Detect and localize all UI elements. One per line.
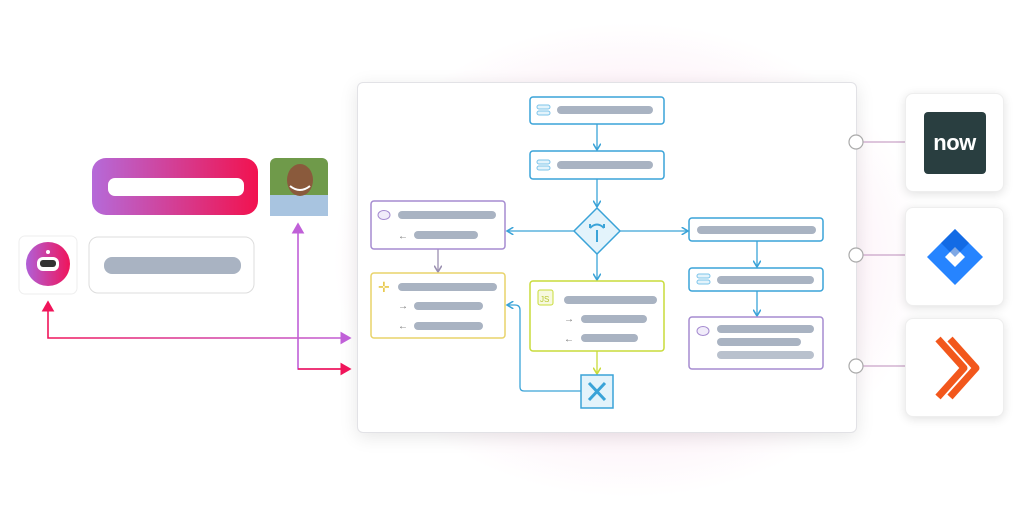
flow-node-decision[interactable] xyxy=(572,206,622,256)
javascript-icon xyxy=(537,289,554,306)
database-icon xyxy=(696,273,711,285)
user-connector-arrow xyxy=(291,222,350,370)
jira-logo xyxy=(926,228,983,285)
arrow-right-icon: → xyxy=(564,314,574,325)
svg-text:JS: JS xyxy=(540,295,549,304)
arrow-left-icon: ← xyxy=(398,321,408,332)
database-icon xyxy=(536,104,551,116)
user-avatar xyxy=(270,158,328,216)
servicenow-logo: now xyxy=(923,111,986,174)
arrow-left-icon: ← xyxy=(398,231,408,242)
flow-node-message-left[interactable]: ← xyxy=(370,200,506,250)
bot-connector-arrow xyxy=(41,300,350,339)
flow-node-data-1[interactable] xyxy=(529,96,665,125)
user-message-bubble xyxy=(92,158,258,215)
bmc-integration-card[interactable] xyxy=(905,318,1004,417)
integration-connectors xyxy=(848,134,905,374)
database-icon xyxy=(536,159,551,171)
flow-node-message-right[interactable] xyxy=(688,316,824,370)
branch-icon xyxy=(589,223,605,242)
flow-node-script[interactable]: JS → ← xyxy=(529,280,665,352)
chat-icon xyxy=(696,326,710,336)
flow-node-right-1[interactable] xyxy=(688,217,824,242)
jira-integration-card[interactable] xyxy=(905,207,1004,306)
bmc-logo xyxy=(934,336,979,399)
arrow-left-icon: ← xyxy=(564,334,574,345)
flow-node-action-left[interactable]: ✛ → ← xyxy=(370,272,506,339)
servicenow-integration-card[interactable]: now xyxy=(905,93,1004,192)
chat-icon xyxy=(377,210,391,220)
sparkle-icon: ✛ xyxy=(378,279,390,295)
flow-node-right-data[interactable] xyxy=(688,267,824,292)
merge-icon xyxy=(587,381,607,402)
arrow-right-icon: → xyxy=(398,301,408,312)
bot-message-bubble xyxy=(88,236,255,294)
flow-node-merge[interactable] xyxy=(580,374,614,409)
bot-avatar xyxy=(18,235,78,295)
flow-node-data-2[interactable] xyxy=(529,150,665,180)
